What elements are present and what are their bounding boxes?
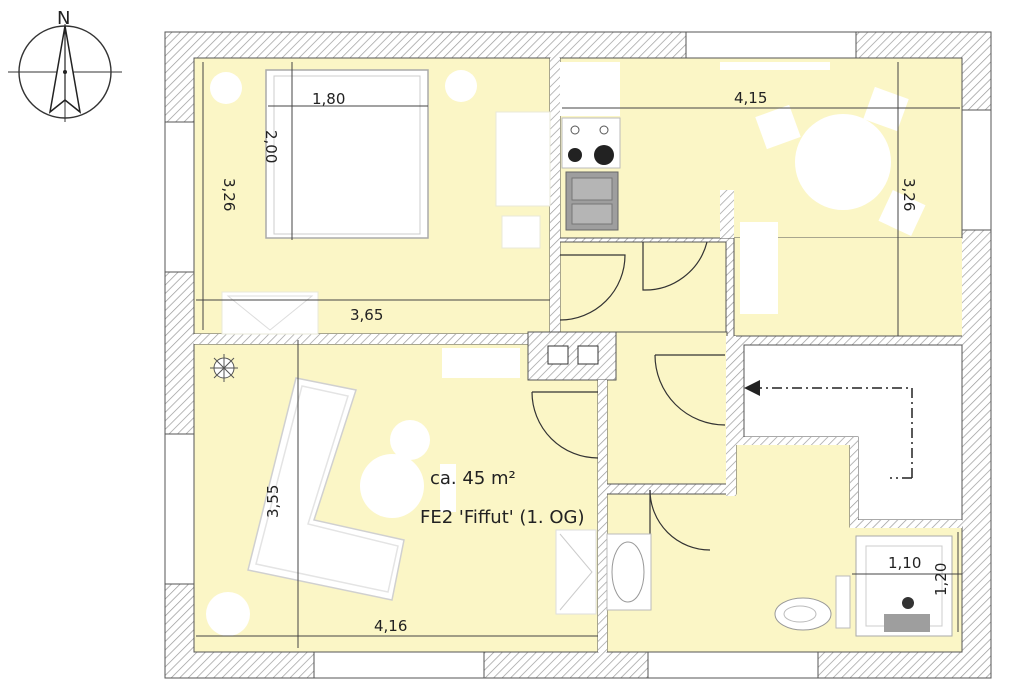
shower-icon — [835, 535, 953, 637]
dim-shower-width: 1,10 — [888, 554, 921, 572]
coffee-table-icon — [206, 348, 520, 636]
chair-icon — [878, 189, 926, 237]
rooms — [193, 57, 963, 653]
dim-living-height: 3,55 — [264, 485, 282, 518]
dim-shower-height: 1,20 — [932, 563, 950, 596]
dim-bedroom-width: 3,65 — [350, 306, 383, 324]
hallway-lower — [606, 331, 728, 485]
kitchen-counter — [560, 62, 621, 231]
toilet-icon — [774, 597, 832, 631]
dim-bedroom-height: 3,26 — [220, 178, 238, 211]
apartment-name: FE2 'Fiffut' (1. OG) — [420, 507, 585, 528]
dim-kitchen-width: 4,15 — [734, 89, 767, 107]
washbasin-icon — [606, 533, 652, 611]
tv-cabinet-icon — [555, 529, 597, 615]
dim-bed-width: 1,80 — [312, 90, 345, 108]
stairs-arrow-icon — [752, 387, 913, 479]
nightstand-icon — [210, 70, 477, 104]
wardrobe-icon — [221, 111, 551, 335]
dim-living-width: 4,16 — [374, 617, 407, 635]
sofa-icon — [247, 377, 405, 601]
compass-icon: N — [8, 8, 122, 122]
chair-icon — [863, 86, 909, 132]
bed-icon — [265, 69, 429, 239]
compass-label: N — [57, 8, 70, 29]
dim-bed-length: 2,00 — [262, 130, 280, 163]
plant-icon — [210, 354, 238, 382]
inner-walls — [194, 58, 962, 652]
table-icon — [720, 62, 926, 314]
windows — [164, 31, 992, 679]
door-icon — [531, 241, 726, 551]
apartment-area: ca. 45 m² — [430, 468, 516, 489]
dim-kitchen-height: 3,26 — [900, 178, 918, 211]
dimension-lines — [196, 62, 962, 648]
chair-icon — [755, 104, 801, 150]
